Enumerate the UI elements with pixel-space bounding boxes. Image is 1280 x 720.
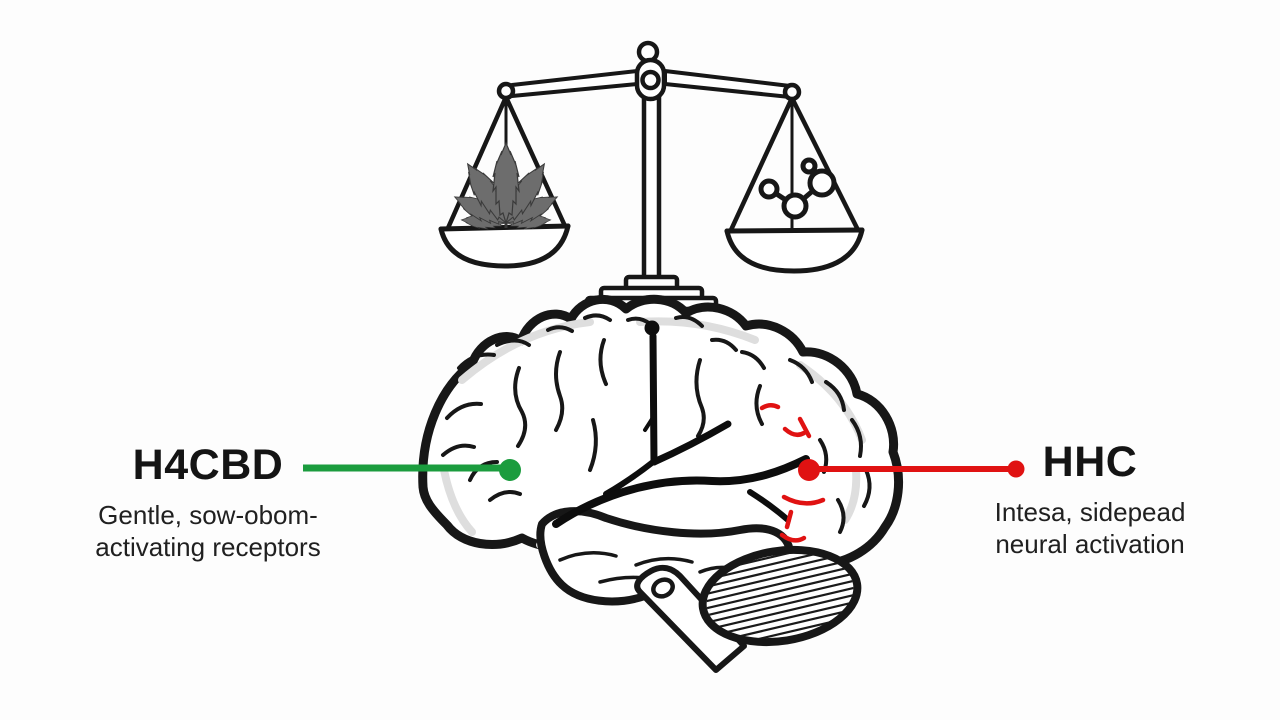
cerebellum (698, 542, 862, 650)
h4cbd-description-line2: activating receptors (95, 531, 321, 562)
h4cbd-marker-dot (499, 459, 521, 481)
hhc-description-line2: neural activation (995, 528, 1185, 559)
hhc-title: HHC (1042, 438, 1138, 486)
hhc-description: Intesa, sidepead neural activation (965, 497, 1215, 560)
brain-icon (418, 294, 904, 673)
hhc-label-block: HHC Intesa, sidepead neural activation (965, 441, 1215, 560)
h4cbd-label-block: H4CBD Gentle, sow-obom- activating recep… (63, 444, 353, 563)
hhc-description-line1: Intesa, sidepead (994, 497, 1186, 527)
h4cbd-description: Gentle, sow-obom- activating receptors (63, 500, 353, 563)
brain-gyri (441, 313, 872, 534)
hhc-marker-dot (798, 459, 820, 481)
activation-sparks (759, 403, 826, 543)
probe-dot (644, 320, 660, 336)
central-fissures (552, 320, 810, 528)
h4cbd-title: H4CBD (132, 441, 284, 489)
h4cbd-description-line1: Gentle, sow-obom- (98, 500, 318, 530)
hhc-endpoint-dot (1007, 460, 1025, 478)
molecule-icon (758, 157, 837, 220)
cannabis-leaf-icon (449, 142, 563, 232)
